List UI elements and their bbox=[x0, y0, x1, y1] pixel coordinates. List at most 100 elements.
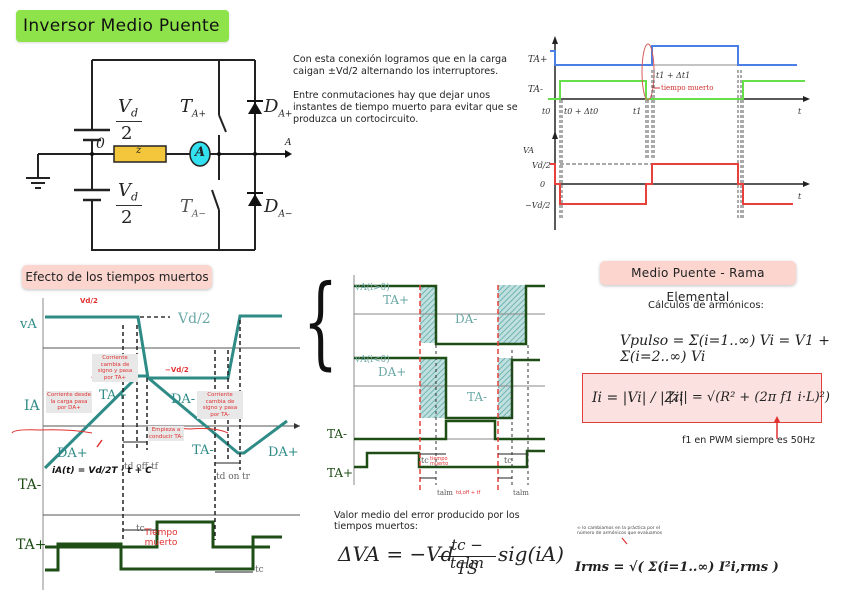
current-formula: Ii = |Vi| / |Zi| bbox=[592, 390, 684, 406]
tc-note: tiempo muerto bbox=[430, 456, 449, 467]
ta-minus-label: TA− bbox=[180, 196, 207, 220]
ia-row-label: IA bbox=[24, 398, 40, 414]
td-off-label: td off bbox=[124, 462, 149, 472]
node-zero-label: 0 bbox=[96, 136, 105, 152]
ta-minus-row-label: TA- bbox=[18, 477, 42, 493]
neg-vd2-tick-label: −Vd/2 bbox=[525, 201, 550, 210]
ta-plus-waveform bbox=[550, 45, 797, 66]
load-impedance bbox=[113, 145, 167, 163]
zero-tick-label: 0 bbox=[540, 180, 545, 189]
error-timing-diagram bbox=[353, 275, 545, 490]
ground-icon bbox=[26, 177, 50, 189]
v-pulse-formula: Vpulso = Σ(i=1..∞) Vi = V1 + Σ(i=2..∞) V… bbox=[620, 333, 830, 365]
ta-plus-row-label: TA+ bbox=[16, 537, 47, 553]
ammeter-label: A bbox=[195, 145, 206, 160]
talm-note: td,off + tf bbox=[456, 490, 481, 496]
ta-plus-gate bbox=[354, 449, 545, 469]
dead-time-annotation: tiempo muerto bbox=[661, 84, 713, 92]
rms-formula: Irms = √( Σ(i=1..∞) I²i,rms ) bbox=[575, 560, 779, 575]
va-wave bbox=[45, 314, 282, 380]
t-axis-label-va: t bbox=[798, 192, 802, 201]
output-node-label: A bbox=[285, 138, 292, 148]
load-label: z bbox=[136, 145, 142, 156]
ta-minus-axis-label: TA- bbox=[528, 85, 543, 95]
tf-label: tf bbox=[151, 462, 158, 472]
page-title: Inversor Medio Puente bbox=[16, 10, 229, 42]
description-paragraph-1: Con esta conexión logramos que en la car… bbox=[293, 54, 507, 77]
harmonics-subtitle: Cálculos de armónicos: bbox=[648, 300, 764, 311]
hatch-area bbox=[498, 358, 512, 418]
error-formula-lhs: ΔVA = −Vd bbox=[338, 542, 454, 566]
description-paragraph-2: Entre conmutaciones hay que dejar unos i… bbox=[293, 90, 518, 125]
ta-plus-segment-label: TA+ bbox=[99, 388, 128, 403]
ta-minus-gate-wave bbox=[45, 520, 270, 549]
ta-plus-gate-wave bbox=[45, 535, 282, 572]
ta-minus-segment-label: TA- bbox=[192, 443, 214, 458]
tr-label: tr bbox=[242, 472, 250, 482]
impedance-formula-box bbox=[582, 373, 822, 423]
t0-dt-label: t0 + Δt0 bbox=[564, 107, 598, 116]
impedance-formula: |zi| = √(R² + (2π f1 i·L)²) bbox=[668, 390, 830, 405]
hand-vd2-annotation: Vd/2 bbox=[80, 297, 98, 305]
output-arrow-icon bbox=[285, 150, 292, 158]
error-caption: Valor medio del error producido por los … bbox=[334, 510, 520, 532]
da-plus-label: DA+ bbox=[264, 96, 293, 120]
vd-top-label: Vd bbox=[118, 96, 139, 120]
current-equation: iA(t) = Vd/2T · t + C bbox=[52, 466, 152, 476]
switch-ta-minus bbox=[211, 189, 220, 211]
switch-ta-plus bbox=[218, 114, 227, 133]
va-row-label: vA bbox=[20, 317, 37, 332]
vd-bottom-label: Vd bbox=[118, 180, 139, 204]
tc-label-a: tc bbox=[421, 456, 429, 465]
t1-dt-label: t1 + Δt1 bbox=[656, 71, 690, 80]
ta-plus-label: TA+ bbox=[180, 96, 207, 120]
vd-bottom-denominator: 2 bbox=[121, 207, 133, 228]
f1-note: f1 en PWM siempre es 50Hz bbox=[682, 435, 815, 446]
vd2-tick-label: Vd/2 bbox=[532, 161, 551, 170]
diode-da-minus bbox=[248, 194, 262, 206]
ta-plus-axis-label: TA+ bbox=[528, 55, 548, 65]
talm-label-b: talm bbox=[513, 489, 529, 497]
va-pos-wave bbox=[354, 284, 545, 346]
note-current-da-plus: Corriente desde la carga pasa por DA+ bbox=[46, 391, 92, 413]
switching-timing-diagram: TA+ TA- t0 t0 + Δt0 t1 t1 + Δt1 tiempo m… bbox=[523, 36, 810, 230]
note-ta-minus-conducts: Empieza a conducir TA- bbox=[148, 426, 184, 441]
va-neg-label: vA(i<0) bbox=[355, 355, 390, 365]
f1-pointer-arrow-icon bbox=[774, 416, 780, 439]
da-minus-area-label: DA- bbox=[455, 312, 478, 326]
rms-note-arrow-icon bbox=[621, 537, 628, 545]
da-plus-segment-label-2: DA+ bbox=[268, 445, 299, 460]
ta-minus-gate bbox=[354, 419, 545, 441]
da-minus-segment-label: DA- bbox=[171, 392, 196, 407]
error-formula-denominator: TS bbox=[456, 559, 478, 578]
tc-label-b: tc bbox=[504, 456, 512, 465]
va-axis-label: VA bbox=[523, 146, 534, 155]
ta-minus-waveform bbox=[548, 80, 805, 100]
va-pos-label: vA(i>0) bbox=[355, 283, 390, 293]
ta-minus-gate-label: TA- bbox=[327, 427, 348, 441]
tc-label-2: tc bbox=[255, 565, 264, 575]
rms-note: ∞ lo cambiamos en la práctica por el núm… bbox=[577, 526, 663, 536]
ta-plus-area-label: TA+ bbox=[383, 293, 410, 307]
talm-label-a: talm bbox=[437, 489, 453, 497]
half-bridge-circuit bbox=[26, 59, 292, 251]
error-formula-numerator: tc − talm bbox=[450, 536, 484, 572]
brace-icon: { bbox=[303, 263, 338, 380]
note-current-ta-minus: Corriente cambia de signo y pasa por TA- bbox=[197, 391, 243, 419]
vd-top-denominator: 2 bbox=[121, 123, 133, 144]
t-axis-label: t bbox=[798, 107, 802, 116]
hand-neg-vd2-annotation: −Vd/2 bbox=[165, 366, 189, 374]
t1-label: t1 bbox=[633, 107, 641, 116]
va-neg-wave bbox=[354, 356, 540, 420]
va-waveform bbox=[550, 163, 793, 205]
note-current-ta-plus: Corriente cambia de signo y pasa por TA+ bbox=[92, 354, 138, 382]
t0-label: t0 bbox=[542, 107, 550, 116]
dead-time-section-title: Efecto de los tiempos muertos bbox=[22, 265, 212, 289]
da-plus-segment-label-1: DA+ bbox=[57, 446, 88, 461]
dead-time-label: Tiempo muerto bbox=[144, 528, 178, 548]
diode-da-plus bbox=[248, 102, 262, 114]
hatch-area bbox=[420, 358, 446, 418]
da-minus-label: DA− bbox=[264, 196, 293, 220]
tc-label-1: tc bbox=[136, 524, 145, 534]
error-formula-rhs: sig(iA) bbox=[498, 542, 564, 566]
